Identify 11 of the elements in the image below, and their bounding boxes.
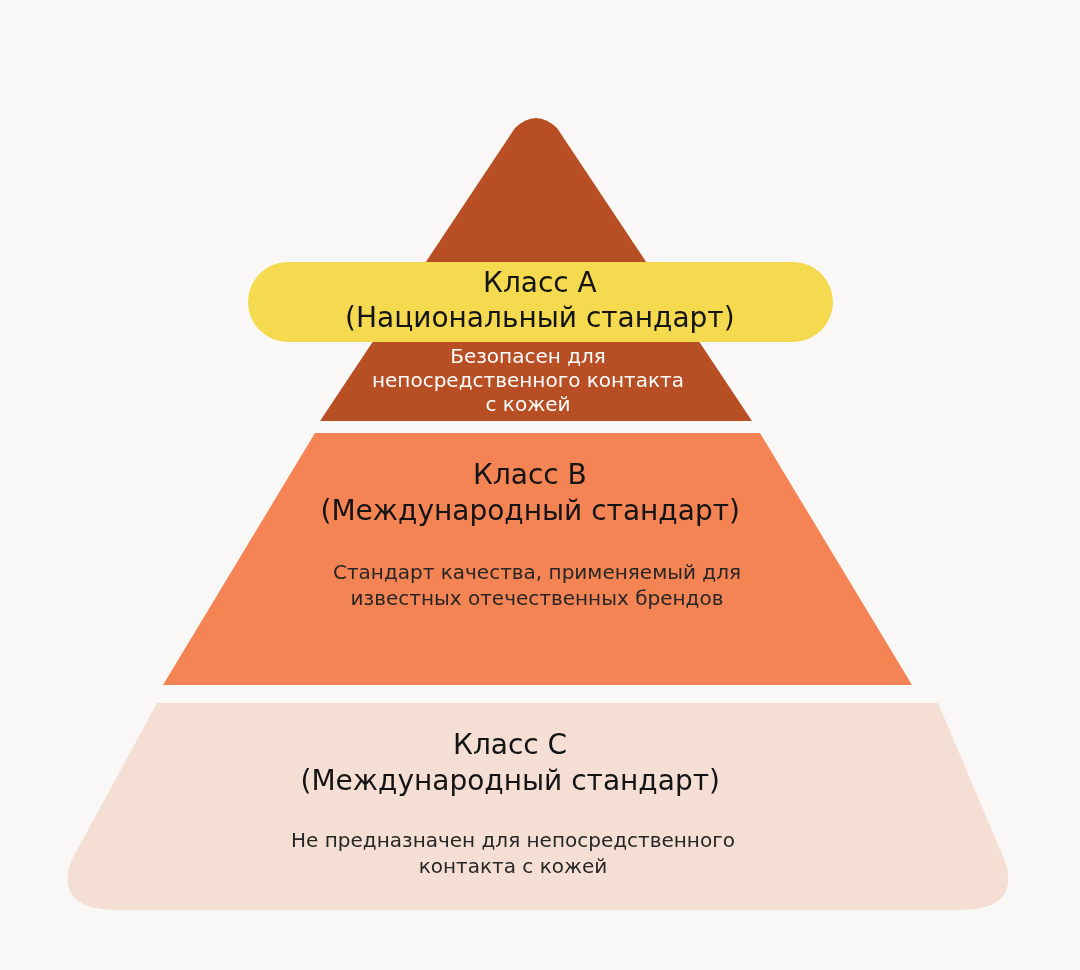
class-title: Класс A: [483, 265, 597, 300]
class-title: Класс C: [453, 727, 568, 762]
standard-subtitle: (Международный стандарт): [320, 493, 740, 528]
description-text: Не предназначен для непосредственного контакта с кожей: [290, 827, 736, 879]
pyramid-tier: [163, 433, 912, 685]
description-text: Стандарт качества, применяемый для известных отечественных брендов: [331, 559, 742, 611]
standard-subtitle: (Национальный стандарт): [345, 300, 735, 335]
pyramid-tier: [65, 703, 1011, 910]
description-text: Безопасен для непосредственного контакта с кожей: [371, 344, 685, 416]
class-title: Класс B: [473, 457, 587, 492]
standard-subtitle: (Международный стандарт): [300, 763, 720, 798]
